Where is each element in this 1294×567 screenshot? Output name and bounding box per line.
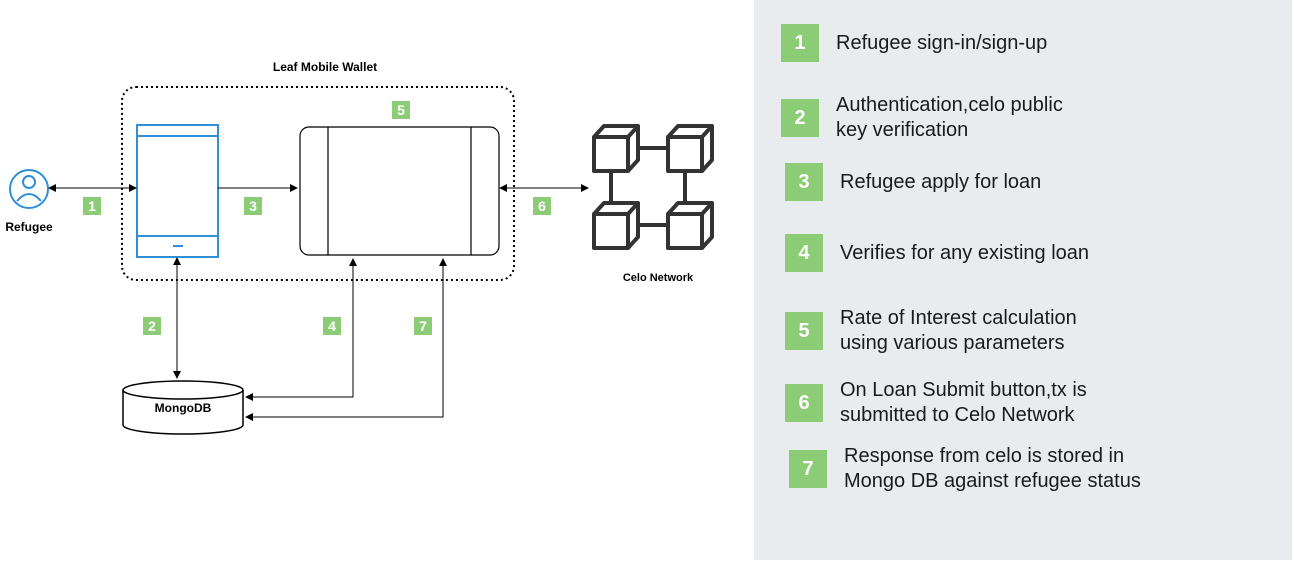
mongodb-label: MongoDB [155,401,212,415]
svg-text:1: 1 [88,198,96,214]
legend-line: submitted to Celo Network [840,404,1075,426]
legend-item-7: 7 Response from celo is stored in Mongo … [789,444,1141,494]
legend-line: Response from celo is stored in [844,445,1125,467]
legend-text: Refugee sign-in/sign-up [836,31,1047,56]
architecture-diagram: Leaf Mobile Wallet Refugee MongoDB [5,60,714,435]
svg-text:4: 4 [328,318,336,334]
legend-text: Rate of Interest calculation using vario… [840,306,1077,356]
legend-text: Authentication,celo public key verificat… [836,93,1063,143]
legend-badge: 7 [789,450,827,488]
legend-item-1: 1 Refugee sign-in/sign-up [781,24,1047,62]
svg-text:3: 3 [249,198,257,214]
legend-badge: 3 [785,163,823,201]
svg-text:5: 5 [397,102,405,118]
step-badge-4: 4 [323,317,341,335]
legend-line: Authentication,celo public [836,94,1063,116]
mobile-phone-icon [136,124,219,258]
svg-text:7: 7 [419,318,427,334]
legend-line: using various parameters [840,332,1065,354]
processing-module-box [299,126,500,256]
legend-line: On Loan Submit button,tx is [840,379,1087,401]
arrow-mongodb-process-7 [245,258,447,421]
mongodb-database-icon [122,380,244,435]
legend-item-4: 4 Verifies for any existing loan [785,234,1089,272]
legend-badge: 4 [785,234,823,272]
legend-badge: 1 [781,24,819,62]
legend-item-6: 6 On Loan Submit button,tx is submitted … [785,378,1087,428]
refugee-label: Refugee [5,220,53,234]
step-badge-5: 5 [392,101,410,119]
diagram-canvas: Leaf Mobile Wallet Refugee MongoDB [5,60,714,435]
legend-text: Response from celo is stored in Mongo DB… [844,444,1141,494]
legend-line: key verification [836,119,969,141]
legend-item-3: 3 Refugee apply for loan [785,163,1041,201]
step-badge-2: 2 [143,317,161,335]
step-badge-7: 7 [414,317,432,335]
svg-text:6: 6 [538,198,546,214]
step-badge-6: 6 [533,197,551,215]
legend-item-5: 5 Rate of Interest calculation using var… [785,306,1077,356]
legend-badge: 6 [785,384,823,422]
legend-line: Rate of Interest calculation [840,307,1077,329]
wallet-container [121,86,515,281]
legend-item-2: 2 Authentication,celo public key verific… [781,93,1063,143]
legend-badge: 5 [785,312,823,350]
legend-line: Verifies for any existing loan [840,241,1090,264]
step-badge-1: 1 [83,197,101,215]
step-badge-3: 3 [244,197,262,215]
legend-line: Refugee apply for loan [840,170,1042,193]
legend-text: Refugee apply for loan [840,170,1041,195]
celo-blockchain-icon [592,124,714,250]
legend-text: On Loan Submit button,tx is submitted to… [840,378,1087,428]
wallet-label: Leaf Mobile Wallet [273,60,377,74]
legend-text: Verifies for any existing loan [840,241,1089,266]
refugee-user-icon [9,169,49,209]
svg-text:2: 2 [148,318,156,334]
legend-line: Refugee sign-in/sign-up [836,31,1048,54]
legend-badge: 2 [781,99,819,137]
legend-line: Mongo DB against refugee status [844,470,1141,492]
legend-panel: 1 Refugee sign-in/sign-up 2 Authenticati… [754,0,1292,560]
celo-network-label: Celo Network [623,272,694,284]
